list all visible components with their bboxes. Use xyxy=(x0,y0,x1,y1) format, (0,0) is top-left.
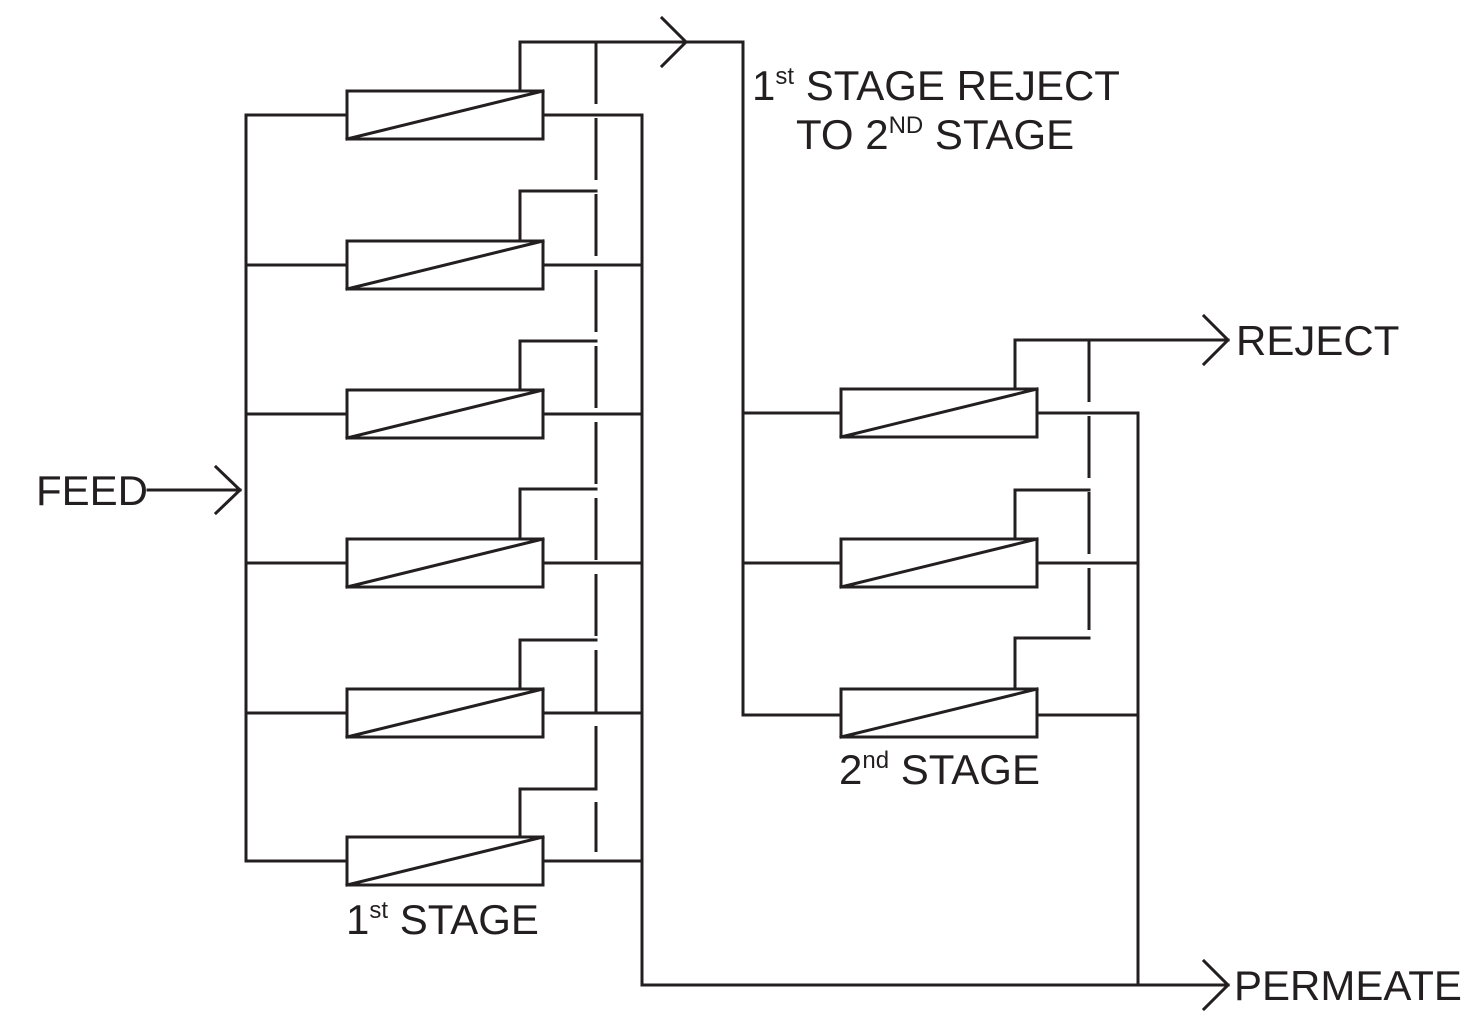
stage1-reject-arrow xyxy=(594,15,745,717)
vessel xyxy=(839,687,1039,739)
stage2-vessels xyxy=(839,387,1039,739)
stage2-reject-header xyxy=(1013,338,1091,691)
permeate-label: PERMEATE xyxy=(1234,962,1462,1009)
reject-arrow xyxy=(1087,313,1231,367)
stage1-vessels xyxy=(345,89,545,887)
vessel xyxy=(839,387,1039,439)
vessel xyxy=(345,687,545,739)
vessel xyxy=(839,537,1039,589)
stage1-label: 1st STAGE xyxy=(346,896,539,943)
stage2-permeate-header xyxy=(1035,411,1140,987)
vessel xyxy=(345,537,545,589)
vessel xyxy=(345,89,545,141)
stage2-label: 2nd STAGE xyxy=(839,746,1040,793)
stage1-reject-header xyxy=(518,40,598,852)
permeate-arrow xyxy=(640,958,1231,1012)
stage1-permeate-header xyxy=(541,113,644,987)
feed-arrow xyxy=(146,464,243,516)
feed-label: FEED xyxy=(36,467,148,514)
stage1-feed-header xyxy=(244,113,349,863)
stage2-feed-header xyxy=(741,411,843,717)
vessel xyxy=(345,835,545,887)
vessel xyxy=(345,388,545,440)
vessel xyxy=(345,239,545,291)
reject-label: REJECT xyxy=(1236,317,1399,364)
stage1-reject-label-line2: TO 2ND STAGE xyxy=(796,111,1074,158)
stage1-reject-label-line1: 1st STAGE REJECT xyxy=(752,62,1120,109)
